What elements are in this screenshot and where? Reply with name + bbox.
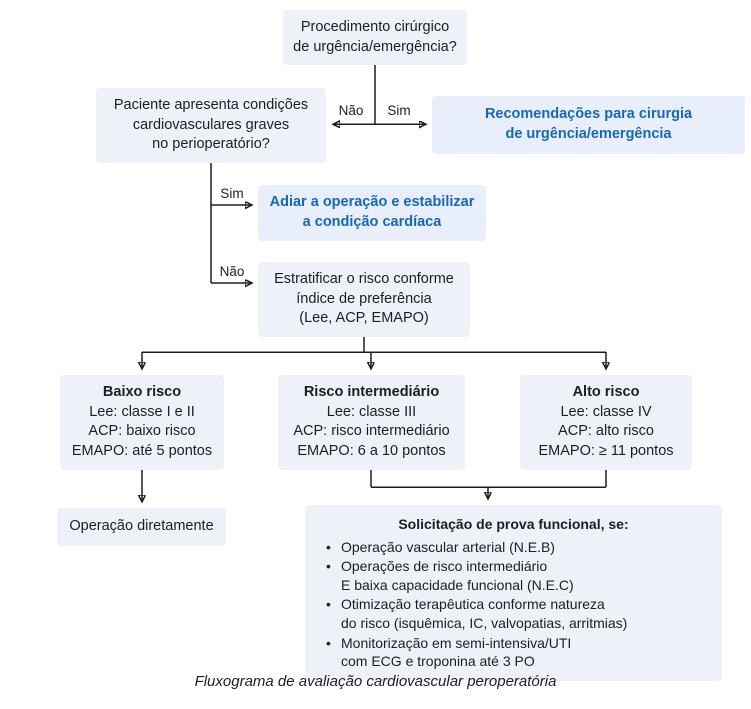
bullet-text: Operação vascular arterial (N.E.B) — [341, 538, 555, 555]
bullet-item: Operação vascular arterial (N.E.B) — [319, 538, 708, 557]
edge-label-nao-graves: Não — [217, 264, 247, 279]
node-risco-intermediario: Risco intermediário Lee: classe III ACP:… — [278, 375, 465, 470]
node-baixo-lines: Lee: classe I e II ACP: baixo risco EMAP… — [71, 403, 213, 460]
node-prova-funcional: Solicitação de prova funcional, se: Oper… — [305, 505, 722, 681]
edge-label-sim-urgencia: Sim — [385, 103, 413, 118]
node-alto-lines: Lee: classe IV ACP: alto risco EMAPO: ≥ … — [538, 403, 674, 460]
node-adiar: Adiar a operação e estabilizar a condiçã… — [258, 185, 486, 241]
node-baixo-title: Baixo risco — [102, 384, 182, 400]
node-adiar-text: Adiar a operação e estabilizar a condiçã… — [269, 194, 475, 230]
edge-label-sim-graves: Sim — [218, 186, 246, 201]
node-condicoes-text: Paciente apresenta condições cardiovascu… — [113, 97, 309, 153]
node-alto-risco: Alto risco Lee: classe IV ACP: alto risc… — [520, 375, 692, 470]
node-recomendacoes-text: Recomendações para cirurgia de urgência/… — [484, 106, 693, 142]
node-alto-title: Alto risco — [572, 384, 640, 400]
flowchart-caption: Fluxograma de avaliação cardiovascular p… — [194, 673, 557, 690]
node-estratificar: Estratificar o risco conforme índice de … — [258, 262, 470, 338]
bullet-item: Monitorização em semi-intensiva/UTI com … — [319, 634, 708, 671]
bullet-item: Otimização terapêutica conforme natureza… — [319, 595, 708, 632]
node-baixo-risco: Baixo risco Lee: classe I e II ACP: baix… — [60, 375, 224, 470]
bullet-item: Operações de risco intermediário E baixa… — [319, 557, 708, 594]
node-operacao-diretamente: Operação diretamente — [57, 508, 226, 546]
node-start-text: Procedimento cirúrgico de urgência/emerg… — [293, 19, 457, 55]
node-intermediario-lines: Lee: classe III ACP: risco intermediário… — [293, 403, 450, 460]
edge-label-nao-urgencia: Não — [336, 103, 366, 118]
node-condicoes-question: Paciente apresenta condições cardiovascu… — [96, 88, 326, 164]
bullet-text: Operações de risco intermediário E baixa… — [341, 558, 574, 593]
bullet-text: Otimização terapêutica conforme natureza… — [341, 596, 628, 632]
node-estratificar-text: Estratificar o risco conforme índice de … — [274, 271, 454, 327]
node-operacao-text: Operação diretamente — [69, 518, 214, 535]
node-intermediario-title: Risco intermediário — [303, 384, 440, 400]
node-prova-title: Solicitação de prova funcional, se: — [398, 516, 629, 532]
node-start-question: Procedimento cirúrgico de urgência/emerg… — [283, 10, 467, 66]
prova-bullet-list: Operação vascular arterial (N.E.B) Opera… — [319, 537, 708, 671]
node-recomendacoes: Recomendações para cirurgia de urgência/… — [432, 96, 745, 154]
bullet-text: Monitorização em semi-intensiva/UTI com … — [341, 634, 572, 670]
